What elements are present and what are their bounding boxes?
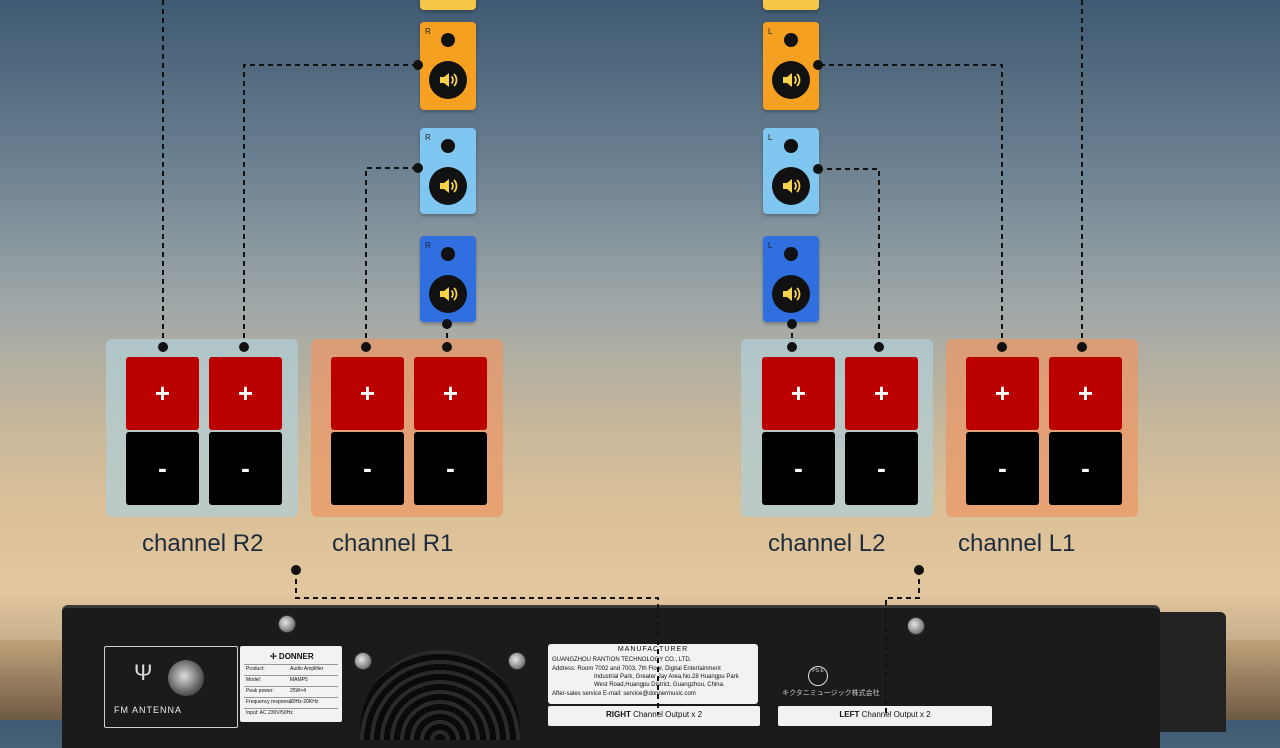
wire-l2-b — [818, 168, 880, 347]
channel-r1-label: channel R1 — [332, 530, 454, 557]
tweeter-icon — [441, 139, 455, 153]
spec-row: Model:MAMP5 — [244, 675, 338, 685]
channel-l1-label: channel L1 — [958, 530, 1076, 557]
spec-label: ✢ DONNER Product:Audio Amplifier Model:M… — [240, 646, 342, 722]
spec-row: Input: AC 230V/50Hz — [244, 708, 338, 718]
amplifier-side — [1160, 612, 1226, 732]
speaker-volume-icon — [772, 275, 810, 313]
speaker-volume-icon — [772, 61, 810, 99]
speaker-volume-icon — [429, 167, 467, 205]
speaker-l-orange: L — [763, 22, 819, 110]
channel-r2-label: channel R2 — [142, 530, 264, 557]
right-channel-output-label: RIGHT Channel Output x 2 — [548, 706, 760, 726]
japanese-importer-text: キクタニミュージック株式会社 — [782, 690, 880, 697]
manufacturer-line: After-sales service E-mail: service@donn… — [552, 691, 696, 697]
right-output-rest: Channel Output x 2 — [630, 710, 703, 719]
left-channel-output-label: LEFT Channel Output x 2 — [778, 706, 992, 726]
channel-l2-panel: + + - - — [741, 339, 933, 517]
r2-minus-b-terminal[interactable]: - — [209, 432, 282, 505]
l2-plus-b-terminal[interactable]: + — [845, 357, 918, 430]
speaker-volume-icon — [772, 167, 810, 205]
channel-l2-label: channel L2 — [768, 530, 886, 557]
screw-icon — [278, 615, 296, 633]
spec-row: Product:Audio Amplifier — [244, 664, 338, 674]
antenna-icon: Ψ — [134, 660, 153, 685]
speaker-tag: R — [425, 133, 431, 142]
wire-l1-a — [818, 64, 1003, 347]
speaker-tag: R — [425, 241, 431, 250]
r2-plus-a-terminal[interactable]: + — [126, 357, 199, 430]
left-output-bold: LEFT — [839, 710, 860, 719]
brand-logo: ✢ DONNER — [270, 652, 314, 661]
l2-plus-a-terminal[interactable]: + — [762, 357, 835, 430]
l1-minus-a-terminal[interactable]: - — [966, 432, 1039, 505]
speaker-tag: L — [768, 133, 773, 142]
l1-minus-b-terminal[interactable]: - — [1049, 432, 1122, 505]
wire-r1-a — [365, 167, 418, 347]
speaker-r-blue: R — [420, 236, 476, 322]
r2-minus-a-terminal[interactable]: - — [126, 432, 199, 505]
manufacturer-line: Address: Room 7002 and 7003, 7th Floor, … — [552, 666, 721, 672]
manufacturer-line: West Road,Huangpu District, Guangzhou, C… — [594, 682, 725, 688]
channel-r2-panel: + + - - — [106, 339, 298, 517]
speaker-l-blue: L — [763, 236, 819, 322]
speaker-r-orange: R — [420, 22, 476, 110]
l1-plus-a-terminal[interactable]: + — [966, 357, 1039, 430]
spec-row: Peak power:25W×4 — [244, 686, 338, 696]
tweeter-icon — [784, 247, 798, 261]
speaker-volume-icon — [429, 275, 467, 313]
speaker-r-lightblue: R — [420, 128, 476, 214]
wire-r2-b — [243, 64, 418, 347]
l2-minus-b-terminal[interactable]: - — [845, 432, 918, 505]
right-output-bold: RIGHT — [605, 710, 631, 719]
channel-l1-panel: + + - - — [946, 339, 1138, 517]
speaker-l-lightblue: L — [763, 128, 819, 214]
speaker-volume-icon — [429, 61, 467, 99]
manufacturer-line: GUANGZHOU RANTION TECHNOLOGY CO., LTD. — [552, 657, 692, 663]
l2-minus-a-terminal[interactable]: - — [762, 432, 835, 505]
screw-icon — [508, 652, 526, 670]
wire-dot — [291, 565, 301, 575]
speaker-l-yellow-cropped — [763, 0, 819, 10]
r1-plus-b-terminal[interactable]: + — [414, 357, 487, 430]
wire-dot — [914, 565, 924, 575]
pse-mark: PS E — [808, 666, 828, 686]
left-output-rest: Channel Output x 2 — [859, 710, 931, 719]
r1-minus-b-terminal[interactable]: - — [414, 432, 487, 505]
tweeter-icon — [784, 139, 798, 153]
tweeter-icon — [441, 247, 455, 261]
fm-antenna-label: FM ANTENNA — [114, 705, 183, 715]
speaker-r-yellow-cropped — [420, 0, 476, 10]
r1-minus-a-terminal[interactable]: - — [331, 432, 404, 505]
antenna-jack[interactable] — [168, 660, 204, 696]
manufacturer-heading: MANUFACTURER — [617, 646, 689, 653]
screw-icon — [354, 652, 372, 670]
l1-plus-b-terminal[interactable]: + — [1049, 357, 1122, 430]
speaker-tag: L — [768, 241, 773, 250]
speaker-tag: L — [768, 27, 773, 36]
r1-plus-a-terminal[interactable]: + — [331, 357, 404, 430]
tweeter-icon — [441, 33, 455, 47]
manufacturer-line: Industrial Park, Greater Jay Area,No.28 … — [594, 674, 739, 680]
manufacturer-label: MANUFACTURER GUANGZHOU RANTION TECHNOLOG… — [548, 644, 758, 704]
speaker-tag: R — [425, 27, 431, 36]
spec-row: Frequency response:20Hz-20KHz — [244, 697, 338, 707]
screw-icon — [907, 617, 925, 635]
r2-plus-b-terminal[interactable]: + — [209, 357, 282, 430]
tweeter-icon — [784, 33, 798, 47]
channel-r1-panel: + + - - — [311, 339, 503, 517]
